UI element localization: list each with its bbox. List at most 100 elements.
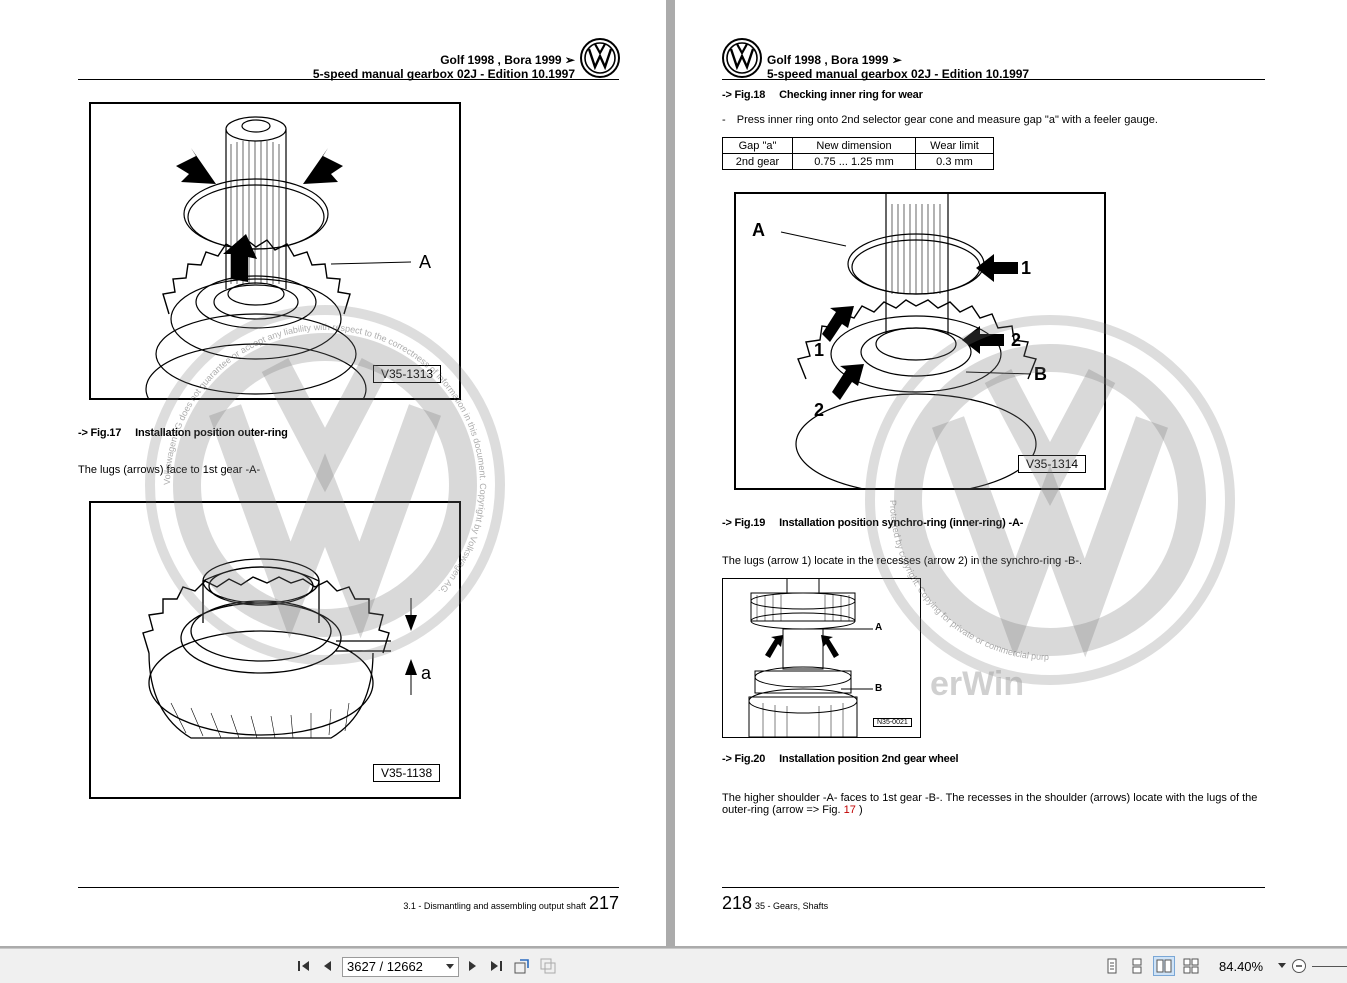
label-a: A [419,252,432,272]
page-number: 217 [588,893,619,913]
gap-spec-table: Gap "a" New dimension Wear limit 2nd gea… [722,137,994,170]
go-forward-button[interactable] [540,958,556,974]
description-text: The higher shoulder -A- faces to 1st gea… [722,792,1258,816]
facing-pages-icon [1156,959,1172,973]
document-viewport[interactable]: Golf 1998 , Bora 1999 ➢ 5-speed manual g… [0,0,1347,948]
figure-19: V35-1314 A B 1 2 1 2 [734,192,1106,490]
footer-section: 3.1 - Dismantling and assembling output … [403,901,586,911]
figure-17: V35-1313 A [89,102,461,400]
zoom-level[interactable]: 84.40% [1219,959,1264,974]
label-a: A [752,220,765,240]
page-number: 218 [722,893,753,913]
single-page-view-button[interactable] [1104,958,1120,974]
page-number-input[interactable]: 3627 / 12662 [342,957,459,977]
step-bullet: - [722,114,726,126]
figure-19-description: The lugs (arrow 1) locate in the recesse… [722,555,1083,567]
caption-title: Installation position 2nd gear wheel [779,753,959,765]
synchro-assembly-illustration [780,194,1037,488]
zoom-slider-track[interactable] [1312,966,1347,967]
continuous-facing-icon [1183,958,1199,974]
chevron-down-icon[interactable] [446,964,454,970]
figure-17-link[interactable]: 17 [843,804,856,816]
caption-ref: -> Fig.19 [722,517,766,529]
figure-code: V35-1138 [373,764,441,782]
figure-code: N35-0021 [873,718,912,727]
caption-title: Checking inner ring for wear [779,89,923,101]
header-title: Golf 1998 , Bora 1999 ➢ 5-speed manual g… [300,53,575,81]
figure-20: A B N35-0021 [722,578,921,738]
page-indicator: 3627 / 12662 [347,959,423,974]
description-end: ) [858,804,863,816]
figure-18-caption: -> Fig.18 Checking inner ring for wear [722,89,923,101]
go-forward-icon [540,958,556,974]
continuous-facing-view-button[interactable] [1183,958,1199,974]
footer-rule [78,887,619,888]
footer-section: 35 - Gears, Shafts [755,901,829,911]
label-b: B [875,683,883,694]
figure-18-step: - Press inner ring onto 2nd selector gea… [722,114,1158,126]
header-line-1: Golf 1998 , Bora 1999 ➢ [440,53,575,67]
zoom-out-button[interactable] [1291,958,1307,974]
caption-ref: -> Fig.18 [722,89,766,101]
next-page-button[interactable] [464,958,480,974]
header-line-2: 5-speed manual gearbox 02J - Edition 10.… [767,67,1030,81]
zoom-menu-button[interactable] [1278,958,1286,974]
go-back-button[interactable] [514,958,530,974]
label-gap-a: a [421,663,432,683]
label-1-right: 1 [1021,258,1032,278]
first-page-button[interactable] [296,958,312,974]
vw-logo-icon [580,38,620,78]
label-2-right: 2 [1011,330,1022,350]
facing-view-button[interactable] [1153,956,1175,976]
continuous-page-icon [1132,958,1142,974]
caption-title: Installation position outer-ring [135,427,288,439]
figure-19-caption: -> Fig.19 Installation position synchro-r… [722,517,1023,529]
footer: 3.1 - Dismantling and assembling output … [300,893,619,914]
zoom-out-icon [1292,959,1306,973]
step-text: Press inner ring onto 2nd selector gear … [736,114,1158,126]
viewer-toolbar: 3627 / 12662 84.40% [0,948,1347,983]
header-rule [722,79,1265,80]
figure-code: V35-1314 [1018,455,1087,473]
table-header-cell: Gap "a" [722,137,793,154]
table-header-cell: Wear limit [915,137,994,154]
label-b: B [1034,364,1047,384]
label-1-left: 1 [814,340,825,360]
page-217: Golf 1998 , Bora 1999 ➢ 5-speed manual g… [0,0,666,946]
label-a: A [875,622,883,633]
second-gear-illustration [748,579,873,737]
next-page-icon [469,961,476,971]
footer: 218 35 - Gears, Shafts [722,893,828,914]
synchro-ring-illustration [142,558,417,739]
footer-rule [722,887,1265,888]
figure-17-description: The lugs (arrows) face to 1st gear -A- [78,464,261,476]
page-218: Golf 1998 , Bora 1999 ➢ 5-speed manual g… [675,0,1347,946]
continuous-view-button[interactable] [1129,958,1145,974]
table-header-row: Gap "a" New dimension Wear limit [722,137,994,154]
header-title: Golf 1998 , Bora 1999 ➢ 5-speed manual g… [767,53,1029,81]
first-page-icon [298,961,309,971]
watermark-brand-text: erWin [930,665,1024,700]
last-page-button[interactable] [488,958,504,974]
figure-code: V35-1313 [373,365,442,383]
header-line-1: Golf 1998 , Bora 1999 ➢ [767,53,902,67]
caption-title: Installation position synchro-ring (inne… [779,517,1024,529]
figure-17-caption: -> Fig.17 Installation position outer-rin… [78,427,288,439]
table-row: 2nd gear 0.75 ... 1.25 mm 0.3 mm [722,153,994,170]
table-header-cell: New dimension [792,137,916,154]
chevron-down-icon [1278,963,1286,968]
figure-gap-measurement: V35-1138 a [89,501,461,799]
previous-page-button[interactable] [320,958,336,974]
gear-shaft-illustration [145,116,412,398]
vw-logo-icon [722,38,762,78]
figure-20-description: The higher shoulder -A- faces to 1st gea… [722,792,1267,816]
single-page-icon [1107,958,1117,974]
go-back-icon [514,959,529,974]
caption-ref: -> Fig.17 [78,427,122,439]
table-cell: 0.75 ... 1.25 mm [792,153,916,170]
header-line-2: 5-speed manual gearbox 02J - Edition 10.… [312,67,575,81]
table-cell: 2nd gear [722,153,793,170]
previous-page-icon [324,961,331,971]
last-page-icon [491,961,502,971]
